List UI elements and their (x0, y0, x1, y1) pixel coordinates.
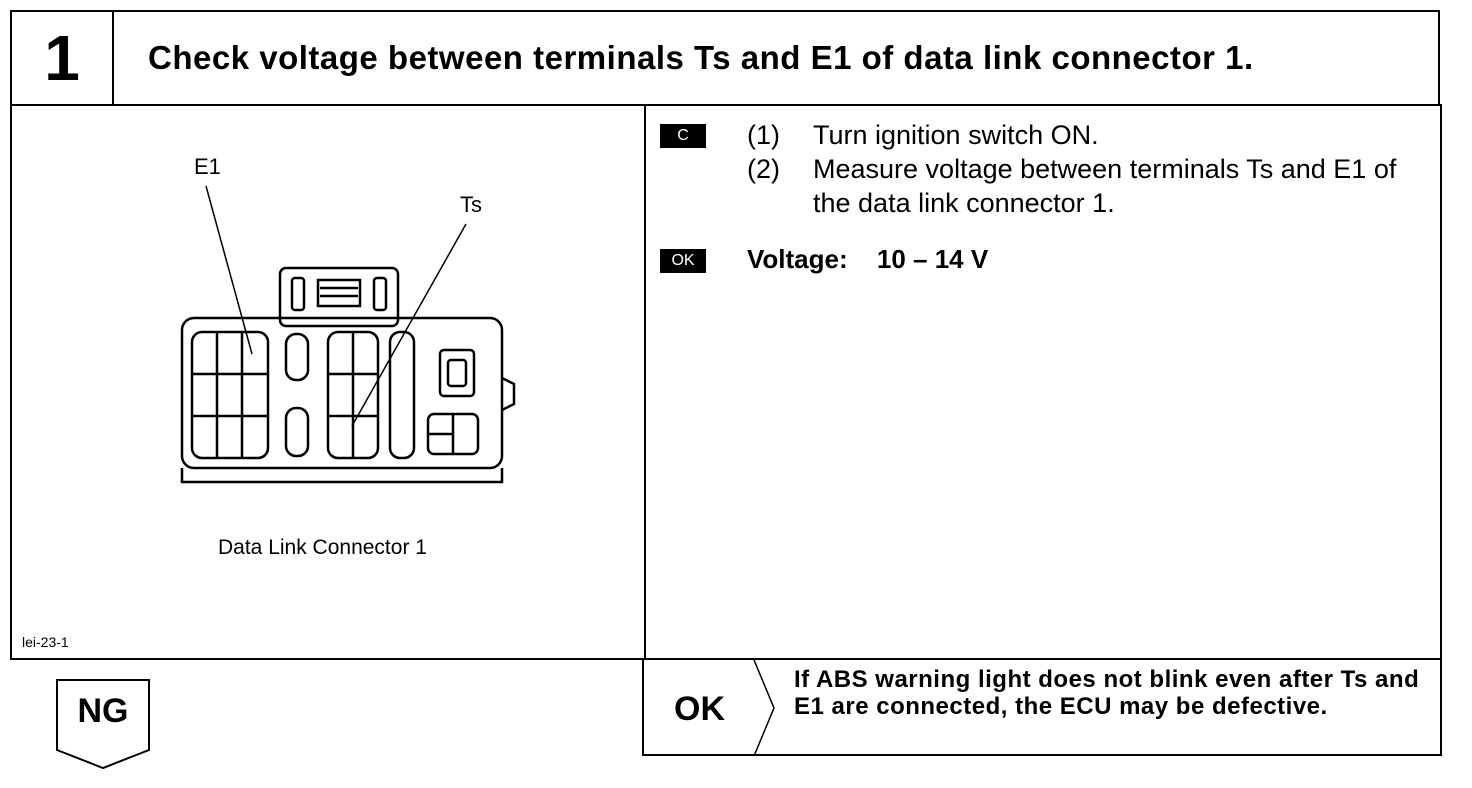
ng-shield-shape (56, 679, 150, 770)
step-index: (1) (747, 120, 780, 150)
ok-description: If ABS warning light does not blink even… (794, 666, 1420, 720)
voltage-label: Voltage: (747, 244, 848, 274)
step-index: (2) (747, 154, 780, 184)
ng-result: NG (55, 678, 151, 770)
label-e1: E1 (194, 154, 221, 179)
step-text: Measure voltage between terminals Ts and… (813, 154, 1397, 218)
procedure-list: (1) Turn ignition switch ON. (2) Measure… (747, 118, 1433, 220)
check-badge: C (660, 124, 706, 148)
voltage-spec: Voltage: 10 – 14 V (747, 244, 988, 275)
figure-code: lei-23-1 (22, 634, 69, 650)
procedure-step: (2) Measure voltage between terminals Ts… (747, 152, 1433, 220)
step-number: 1 (12, 12, 114, 104)
main-panel: E1 Ts Data Link Connector 1 lei-23-1 C (… (10, 104, 1442, 660)
connector-diagram: E1 Ts Data Link Connector 1 (162, 154, 542, 584)
step-header: 1 Check voltage between terminals Ts and… (10, 10, 1440, 106)
ok-badge: OK (660, 249, 706, 273)
voltage-value: 10 – 14 V (876, 244, 989, 274)
chevron-right-icon (753, 660, 775, 756)
connector-drawing (180, 185, 516, 484)
ok-label: OK (674, 690, 725, 728)
step-title: Check voltage between terminals Ts and E… (148, 39, 1254, 76)
diagram-caption: Data Link Connector 1 (218, 536, 427, 559)
panel-divider (644, 104, 646, 658)
label-ts: Ts (460, 192, 482, 217)
ng-label: NG (77, 692, 129, 730)
ok-result: OK If ABS warning light does not blink e… (642, 658, 1442, 756)
step-text: Turn ignition switch ON. (813, 120, 1099, 150)
procedure-step: (1) Turn ignition switch ON. (747, 118, 1433, 152)
